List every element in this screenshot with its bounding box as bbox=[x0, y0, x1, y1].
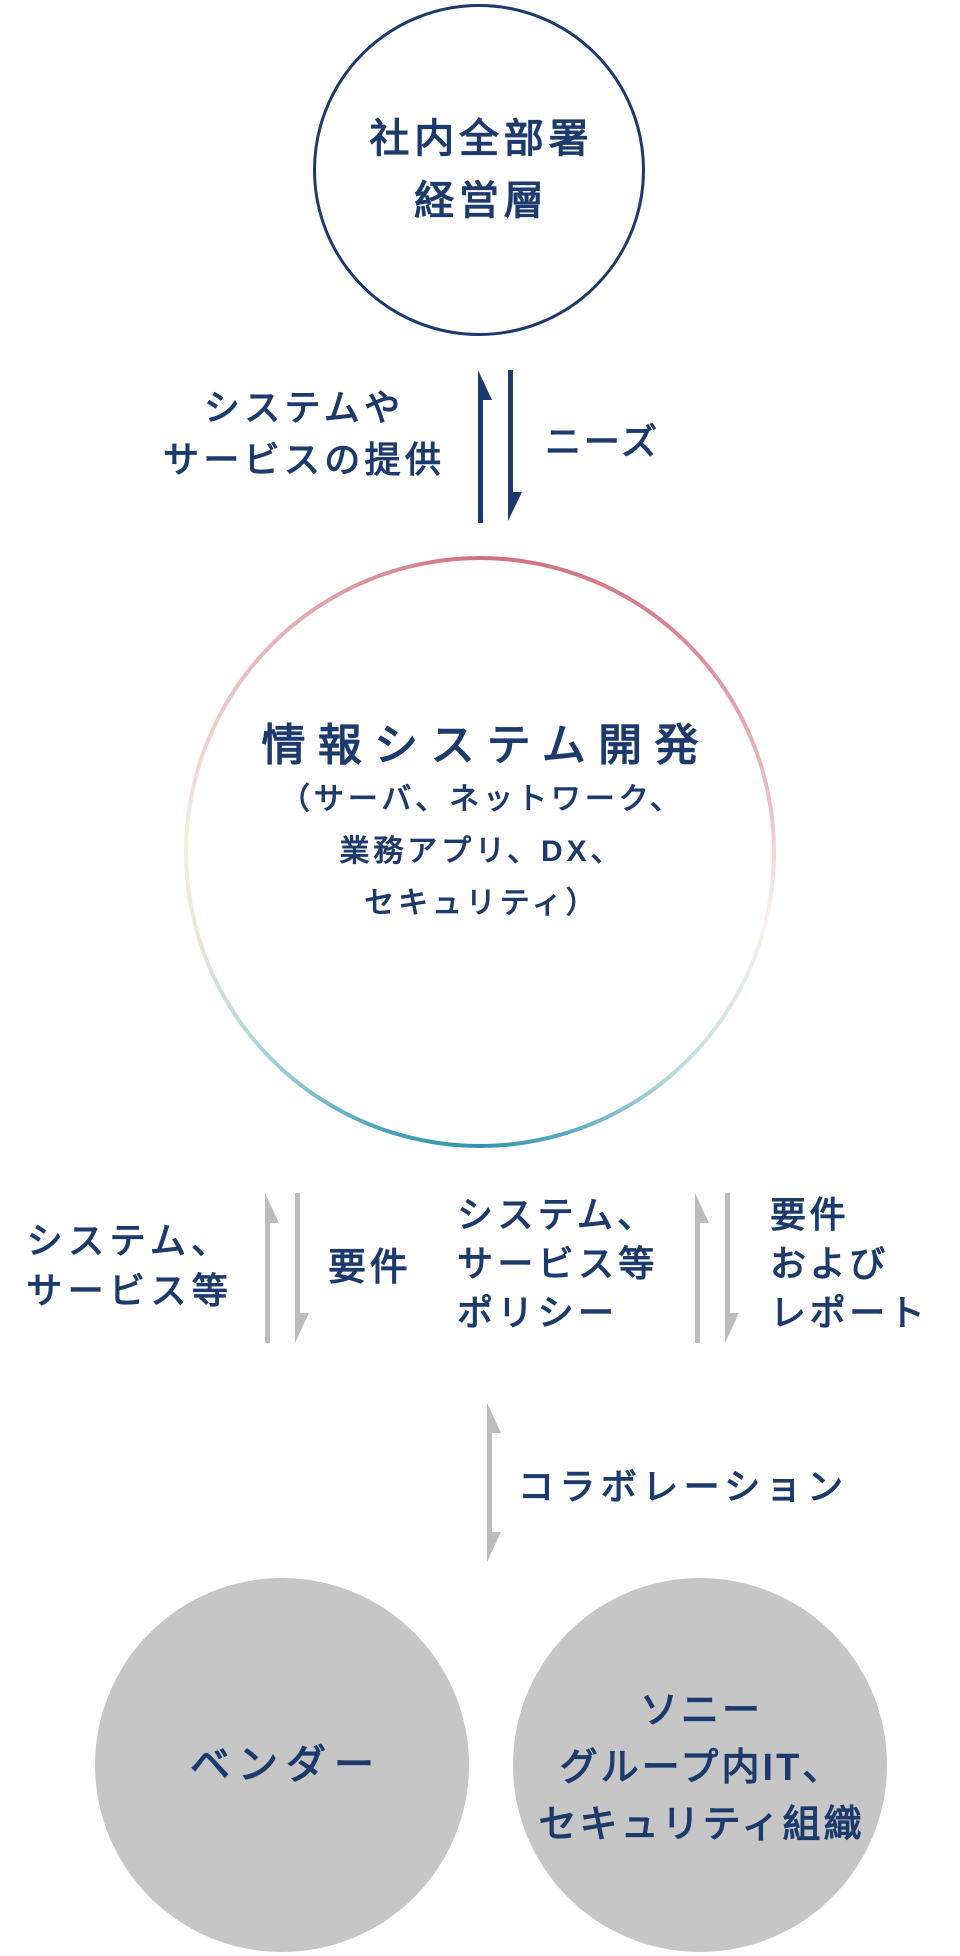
top-circle-line1: 社内全部署 bbox=[369, 117, 594, 161]
bottom-circle-sony-group-it: ソニー グループ内IT、 セキュリティ組織 bbox=[513, 1578, 887, 1952]
center-circle-subtitle-line1: （サーバ、ネットワーク、 bbox=[280, 783, 684, 816]
center-circle-subtitle-line2: 業務アプリ、DX、 bbox=[339, 835, 625, 868]
arrow-up-icon-group bbox=[695, 1193, 709, 1343]
center-circle-it-development: 情報システム開発 （サーバ、ネットワーク、 業務アプリ、DX、 セキュリティ） bbox=[184, 556, 776, 1148]
arrow-up-icon-vendor bbox=[265, 1193, 279, 1343]
label-vendor-system-service-line1: システム、 bbox=[26, 1220, 233, 1261]
label-system-service-provide: システムや サービスの提供 bbox=[156, 382, 448, 486]
arrow-down-icon-vendor bbox=[295, 1193, 309, 1343]
top-circle-line2: 経営層 bbox=[414, 179, 549, 223]
arrow-up-icon-top bbox=[478, 370, 492, 523]
label-group-requirements-report-line3: レポート bbox=[770, 1292, 929, 1333]
arrow-down-icon-top bbox=[508, 370, 522, 521]
label-vendor-requirements: 要件 bbox=[328, 1247, 412, 1289]
label-group-requirements-report: 要件 および レポート bbox=[770, 1190, 928, 1337]
label-group-system-service-policy: システム、 サービス等 ポリシー bbox=[457, 1190, 659, 1337]
label-system-service-provide-line1: システムや bbox=[203, 387, 405, 428]
bottom-circle-sony-line2: グループ内IT、 bbox=[559, 1746, 844, 1789]
center-circle-subtitle-line3: セキュリティ） bbox=[364, 887, 600, 920]
center-circle-subtitle: （サーバ、ネットワーク、 業務アプリ、DX、 セキュリティ） bbox=[184, 774, 776, 930]
label-group-requirements-report-line2: および bbox=[770, 1243, 889, 1284]
arrow-down-icon-group bbox=[725, 1193, 739, 1343]
arrow-double-icon-collaboration bbox=[487, 1403, 501, 1562]
label-vendor-system-service: システム、 サービス等 bbox=[8, 1216, 246, 1316]
bottom-circle-vendor: ベンダー bbox=[95, 1578, 469, 1952]
bottom-circle-vendor-label: ベンダー bbox=[190, 1743, 382, 1787]
bottom-circle-sony-line3: セキュリティ組織 bbox=[538, 1803, 865, 1846]
top-circle-text: 社内全部署 経営層 bbox=[365, 108, 594, 232]
bottom-circle-sony-line1: ソニー bbox=[639, 1689, 764, 1732]
label-collaboration: コラボレーション bbox=[518, 1466, 849, 1507]
label-group-system-service-policy-line2: サービス等 bbox=[457, 1243, 659, 1284]
label-group-system-service-policy-line1: システム、 bbox=[457, 1194, 658, 1235]
label-group-requirements-report-line1: 要件 bbox=[770, 1194, 850, 1235]
label-vendor-system-service-line2: サービス等 bbox=[26, 1270, 234, 1311]
center-circle-inner bbox=[188, 560, 772, 1144]
center-circle-title: 情報システム開発 bbox=[261, 721, 711, 770]
label-group-system-service-policy-line3: ポリシー bbox=[457, 1292, 619, 1333]
bottom-circle-sony-group-it-text: ソニー グループ内IT、 セキュリティ組織 bbox=[535, 1683, 864, 1854]
label-system-service-provide-line2: サービスの提供 bbox=[163, 439, 446, 480]
top-circle-internal-departments: 社内全部署 経営層 bbox=[313, 4, 645, 336]
label-needs: ニーズ bbox=[545, 421, 660, 462]
